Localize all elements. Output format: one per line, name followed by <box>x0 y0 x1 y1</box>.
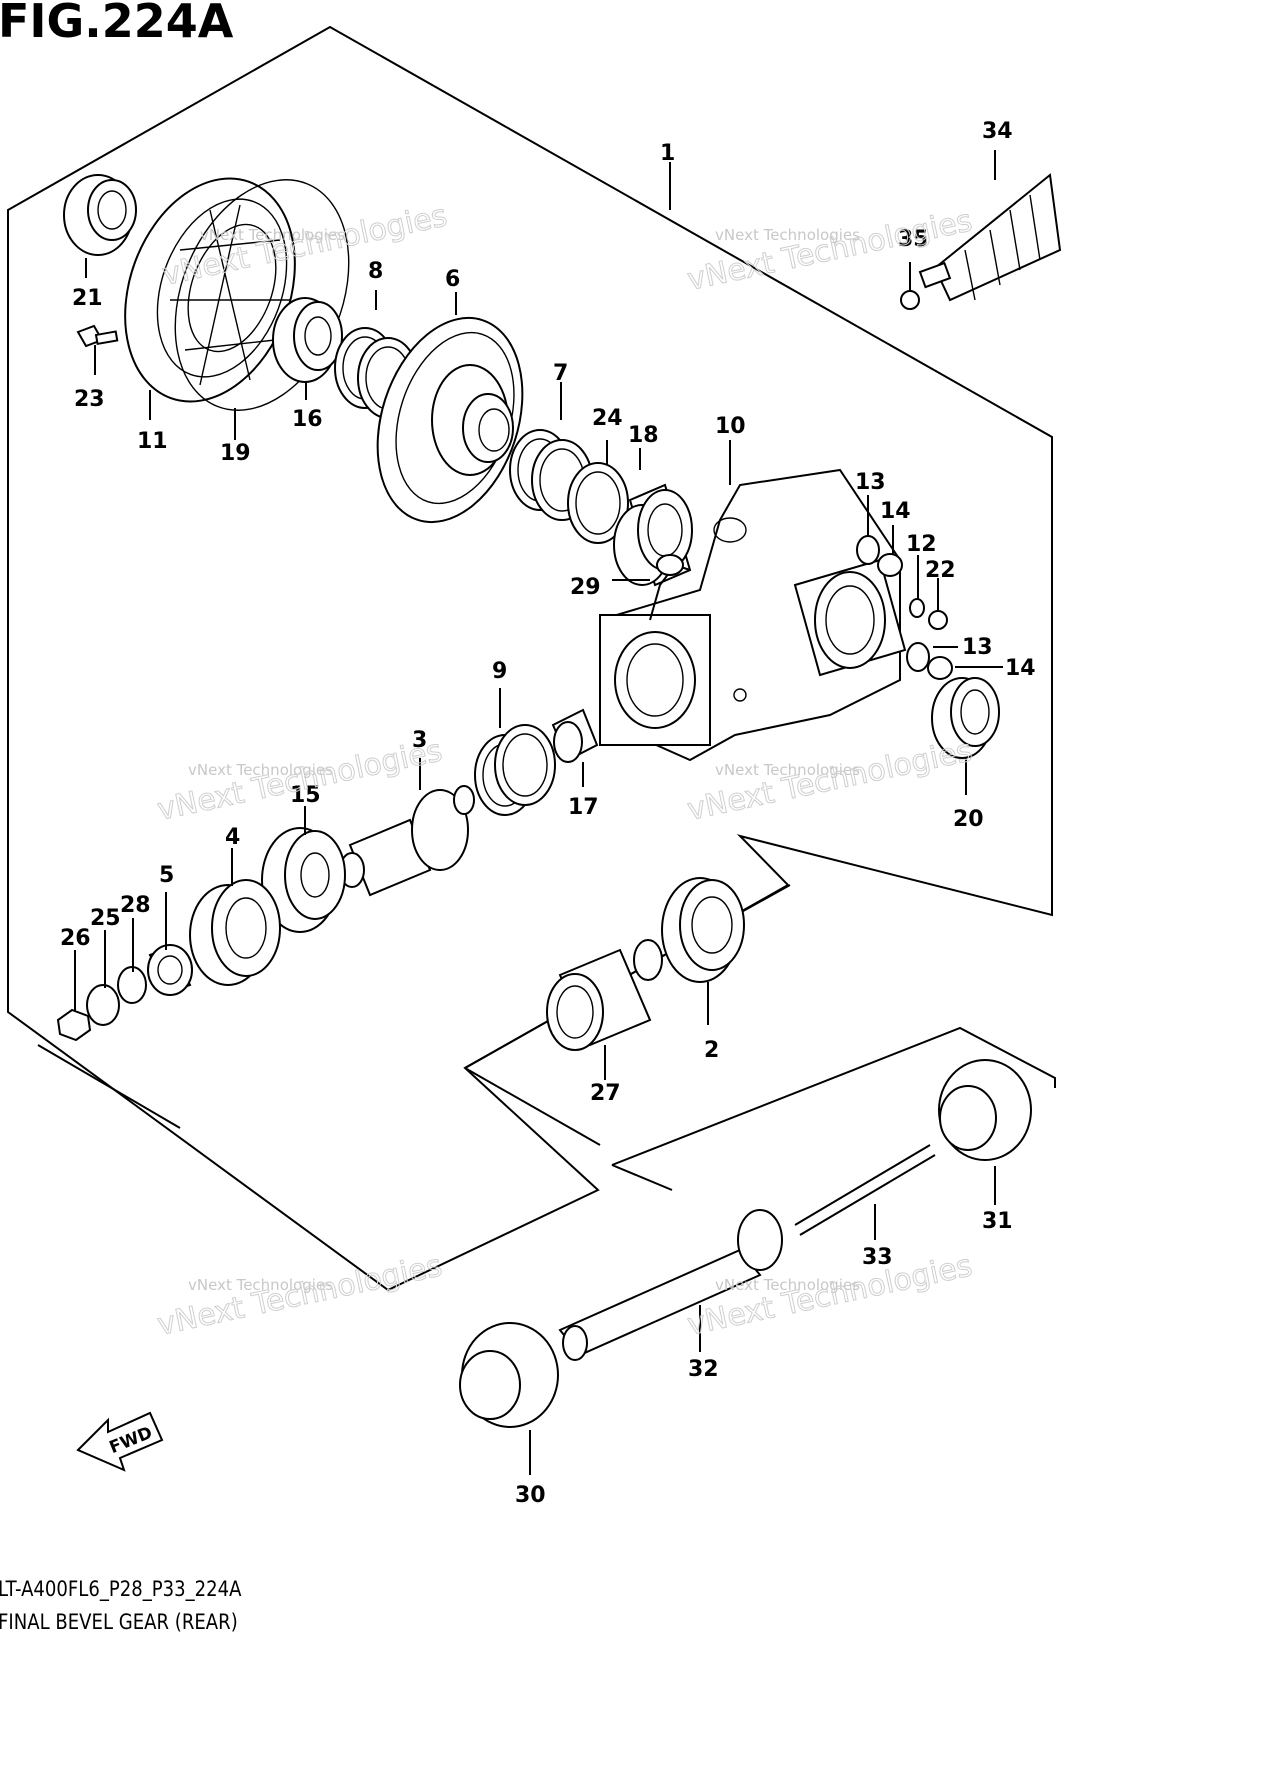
bearing-16 <box>272 297 343 383</box>
shaft-box-outline <box>611 1026 1056 1191</box>
callout-14b: 14 <box>1005 656 1036 681</box>
clamp-35 <box>900 290 920 310</box>
callout-31: 31 <box>982 1209 1013 1234</box>
leader-lines <box>74 150 1003 1475</box>
callout-15: 15 <box>290 783 321 808</box>
callout-30: 30 <box>515 1483 546 1508</box>
callout-12: 12 <box>906 532 937 557</box>
nut-26 <box>56 1008 92 1042</box>
callout-numbers: 1 2 3 4 5 6 7 8 9 10 11 12 13 13 14 14 1… <box>60 119 1036 1508</box>
svg-text:vNext Technologies: vNext Technologies <box>715 761 860 779</box>
svg-text:vNext Technologies: vNext Technologies <box>200 226 345 244</box>
callout-1: 1 <box>660 141 675 166</box>
oil-seal-21 <box>63 174 137 256</box>
ring-gear-6 <box>376 316 524 524</box>
callout-17: 17 <box>568 795 599 820</box>
callout-28: 28 <box>120 893 151 918</box>
callout-3: 3 <box>412 728 427 753</box>
callout-2: 2 <box>704 1038 719 1063</box>
bolt-22 <box>928 610 948 630</box>
callout-29: 29 <box>570 575 601 600</box>
callout-18: 18 <box>628 423 659 448</box>
callout-7: 7 <box>553 361 568 386</box>
ring-24 <box>567 462 629 544</box>
callout-10: 10 <box>715 414 746 439</box>
callout-8: 8 <box>368 259 383 284</box>
svg-text:vNext Technologies: vNext Technologies <box>684 733 975 828</box>
bolt-23 <box>76 324 119 348</box>
washer-13b <box>906 642 930 672</box>
svg-text:vNext Technologies: vNext Technologies <box>715 1276 860 1294</box>
svg-text:vNext Technologies: vNext Technologies <box>154 733 445 828</box>
callout-33: 33 <box>862 1245 893 1270</box>
callout-13b: 13 <box>962 635 993 660</box>
needle-bearing-17 <box>551 708 599 763</box>
callout-5: 5 <box>159 863 174 888</box>
figure-name: FINAL BEVEL GEAR (REAR) <box>0 1610 238 1634</box>
callout-20: 20 <box>953 807 984 832</box>
coupling-27 <box>546 939 663 1051</box>
boot-30 <box>459 1322 559 1428</box>
boot-31 <box>938 1059 1032 1161</box>
svg-text:vNext Technologies: vNext Technologies <box>188 1276 333 1294</box>
callout-35: 35 <box>898 227 929 252</box>
washer-25 <box>86 984 120 1026</box>
callout-32: 32 <box>688 1357 719 1382</box>
washer-13a <box>856 535 880 565</box>
figure-title: FIG.224A <box>0 0 234 48</box>
callout-16: 16 <box>292 407 323 432</box>
callout-23: 23 <box>74 387 105 412</box>
oil-seal-2 <box>661 877 745 983</box>
bearing-4 <box>189 879 281 986</box>
callout-22: 22 <box>925 558 956 583</box>
callout-25: 25 <box>90 906 121 931</box>
callout-34: 34 <box>982 119 1013 144</box>
callout-9: 9 <box>492 659 507 684</box>
callout-13a: 13 <box>855 470 886 495</box>
spacer-5 <box>147 944 193 996</box>
washer-28 <box>117 966 147 1004</box>
breather-pipe-29 <box>649 554 691 621</box>
callout-26: 26 <box>60 926 91 951</box>
gear-housing-10 <box>599 468 907 762</box>
washer-12 <box>909 598 925 618</box>
boot-34 <box>918 173 1062 302</box>
callout-27: 27 <box>590 1081 621 1106</box>
spring-33 <box>794 1144 936 1236</box>
callout-6: 6 <box>445 267 460 292</box>
callout-14a: 14 <box>880 499 911 524</box>
plug-14a <box>877 553 903 577</box>
plug-14b <box>927 656 953 680</box>
svg-text:vNext Technologies: vNext Technologies <box>154 1248 445 1343</box>
figure-code: LT-A400FL6_P28_P33_224A <box>0 1577 242 1601</box>
propeller-shaft-32 <box>558 1209 783 1361</box>
shims-9 <box>474 724 556 816</box>
forward-arrow-icon: FWD <box>76 1411 164 1472</box>
svg-text:vNext Technologies: vNext Technologies <box>715 226 860 244</box>
callout-24: 24 <box>592 406 623 431</box>
drive-pinion-3 <box>339 785 475 897</box>
callout-4: 4 <box>225 825 240 850</box>
callout-19: 19 <box>220 441 251 466</box>
callout-11: 11 <box>137 429 168 454</box>
callout-21: 21 <box>72 286 103 311</box>
bearing-15 <box>261 827 346 933</box>
oil-seal-20 <box>931 677 1000 759</box>
svg-text:vNext Technologies: vNext Technologies <box>188 761 333 779</box>
